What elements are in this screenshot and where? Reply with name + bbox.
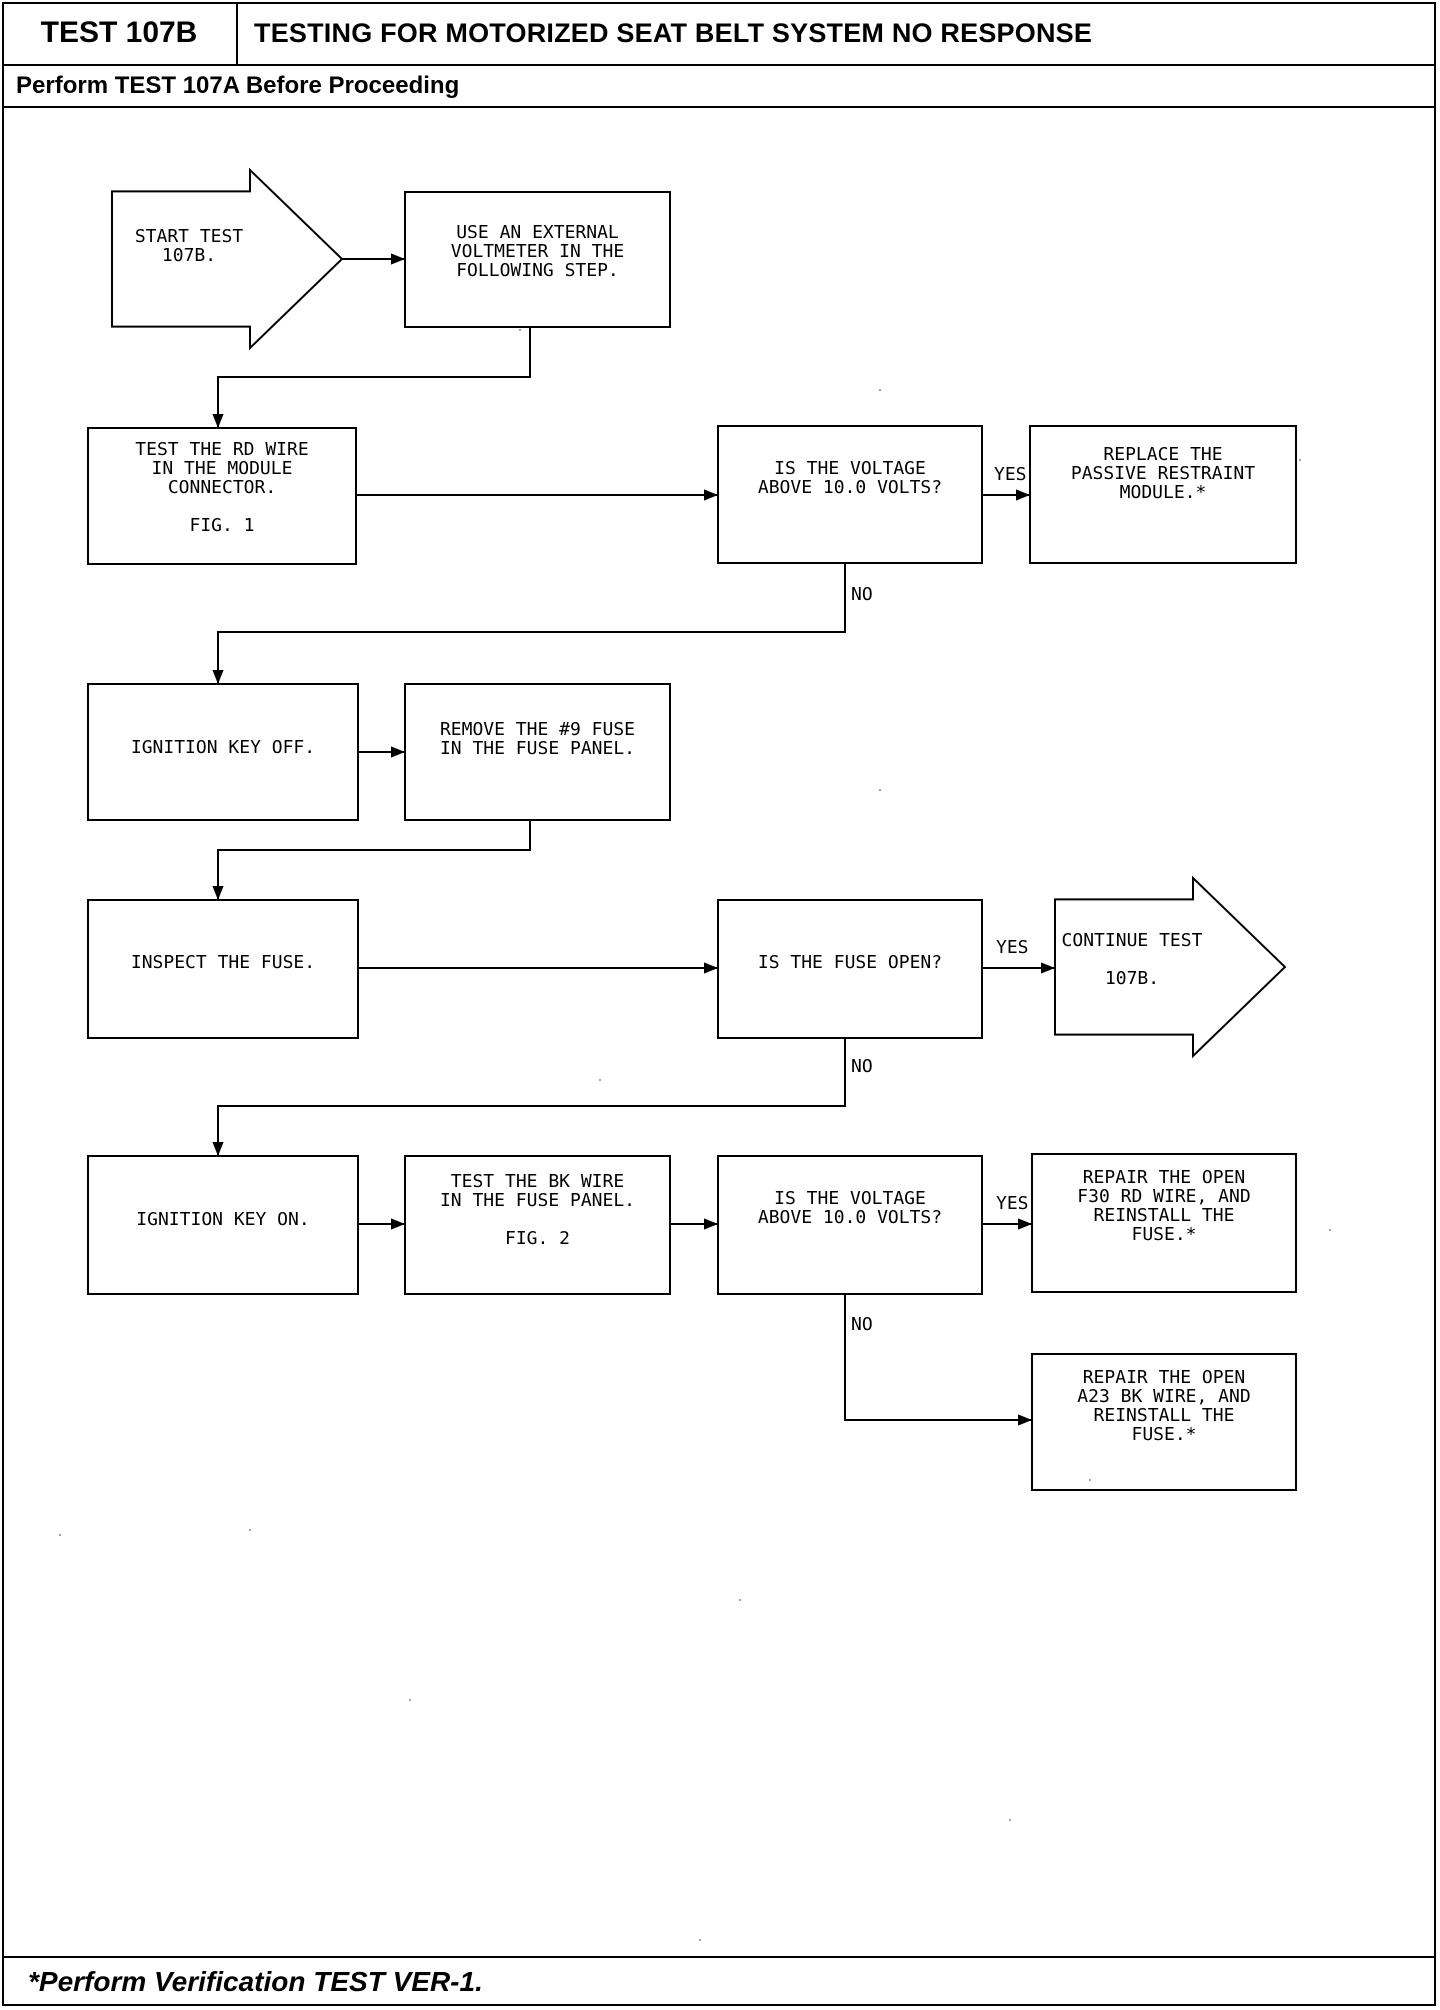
- scan-specks: [59, 329, 1331, 1941]
- node-text-line: CONTINUE TEST: [1062, 930, 1203, 951]
- node-text-line: IN THE FUSE PANEL.: [440, 1190, 635, 1211]
- node-text-line: IS THE FUSE OPEN?: [758, 952, 942, 973]
- node-text-line: TEST THE RD WIRE: [135, 439, 308, 460]
- edge-external-to-test-rd: [212, 327, 531, 428]
- test-id: TEST 107B: [2, 2, 238, 64]
- box-shape: [717, 899, 983, 1039]
- page-title: TESTING FOR MOTORIZED SEAT BELT SYSTEM N…: [254, 17, 1093, 48]
- edge-q-volt2-to-repair-a23: [844, 1294, 1032, 1426]
- node-text-line: REPLACE THE: [1103, 444, 1222, 465]
- header: TEST 107B TESTING FOR MOTORIZED SEAT BEL…: [2, 2, 1436, 66]
- node-text-line: REPAIR THE OPEN: [1083, 1167, 1246, 1188]
- flowchart-edges: [212, 253, 1055, 1426]
- node-continue: CONTINUE TEST 107B.: [1054, 875, 1287, 1059]
- box-shape: [1031, 1353, 1297, 1491]
- box-shape: [404, 191, 671, 328]
- node-text-line: IS THE VOLTAGE: [774, 458, 926, 479]
- node-text-line: REINSTALL THE: [1094, 1405, 1235, 1426]
- edge-label-no: NO: [851, 584, 873, 605]
- node-text-line: START TEST: [135, 226, 244, 247]
- arrow-shape: [1054, 875, 1287, 1059]
- node-inspect: INSPECT THE FUSE.: [87, 899, 359, 1039]
- node-text-line: 107B.: [1105, 968, 1159, 989]
- box-shape: [404, 683, 671, 821]
- box-shape: [87, 899, 359, 1039]
- node-text-line: A23 BK WIRE, AND: [1077, 1386, 1250, 1407]
- edge-remove-fuse-to-inspect: [212, 820, 531, 900]
- box-shape: [87, 1155, 359, 1295]
- node-text-line: FOLLOWING STEP.: [456, 260, 619, 281]
- prerequisite-note: Perform TEST 107A Before Proceeding: [2, 66, 1436, 108]
- edge-q-fuse-to-ign-on: [212, 1038, 846, 1156]
- box-shape: [1029, 425, 1297, 564]
- node-ign-off: IGNITION KEY OFF.: [87, 683, 359, 821]
- node-text-line: IN THE FUSE PANEL.: [440, 738, 635, 759]
- edge-label-yes: YES: [996, 1193, 1029, 1214]
- node-text-line: 107B.: [162, 245, 216, 266]
- node-text-line: TEST THE BK WIRE: [451, 1171, 624, 1192]
- node-text-line: F30 RD WIRE, AND: [1077, 1186, 1250, 1207]
- node-text-line: CONNECTOR.: [168, 477, 276, 498]
- node-text-line: IS THE VOLTAGE: [774, 1188, 926, 1209]
- node-text-line: REMOVE THE #9 FUSE: [440, 719, 635, 740]
- node-ign-on: IGNITION KEY ON.: [87, 1155, 359, 1295]
- box-shape: [717, 1155, 983, 1295]
- node-text-line: INSPECT THE FUSE.: [131, 952, 315, 973]
- node-text-line: FIG. 1: [189, 515, 254, 536]
- box-shape: [1031, 1153, 1297, 1293]
- node-text-line: ABOVE 10.0 VOLTS?: [758, 1207, 942, 1228]
- node-text-line: IGNITION KEY ON.: [136, 1209, 309, 1230]
- flowchart-edge-labels: YES NO YES NO YES NO: [851, 464, 1029, 1335]
- edge-q-volt1-to-ign-off: [212, 563, 846, 684]
- node-text-line: IN THE MODULE: [152, 458, 293, 479]
- box-shape: [404, 1155, 671, 1295]
- verification-note: *Perform Verification TEST VER-1.: [2, 1956, 1436, 2006]
- box-shape: [717, 425, 983, 564]
- node-text-line: REINSTALL THE: [1094, 1205, 1235, 1226]
- node-text-line: REPAIR THE OPEN: [1083, 1367, 1246, 1388]
- node-text-line: ABOVE 10.0 VOLTS?: [758, 477, 942, 498]
- node-text-line: IGNITION KEY OFF.: [131, 737, 315, 758]
- edge-label-yes: YES: [994, 464, 1027, 485]
- edge-label-no: NO: [851, 1056, 873, 1077]
- arrow-shape: [111, 167, 344, 351]
- box-shape: [87, 683, 359, 821]
- node-text-line: FIG. 2: [505, 1228, 570, 1249]
- node-q-fuse: IS THE FUSE OPEN?: [717, 899, 983, 1039]
- node-text-line: VOLTMETER IN THE: [451, 241, 624, 262]
- node-text-line: FUSE.*: [1131, 1224, 1196, 1245]
- node-text-line: FUSE.*: [1131, 1424, 1196, 1445]
- node-text-line: MODULE.*: [1120, 482, 1207, 503]
- node-text-line: PASSIVE RESTRAINT: [1071, 463, 1255, 484]
- edge-label-yes: YES: [996, 937, 1029, 958]
- node-text-line: USE AN EXTERNAL: [456, 222, 619, 243]
- box-shape: [87, 427, 357, 565]
- edge-label-no: NO: [851, 1314, 873, 1335]
